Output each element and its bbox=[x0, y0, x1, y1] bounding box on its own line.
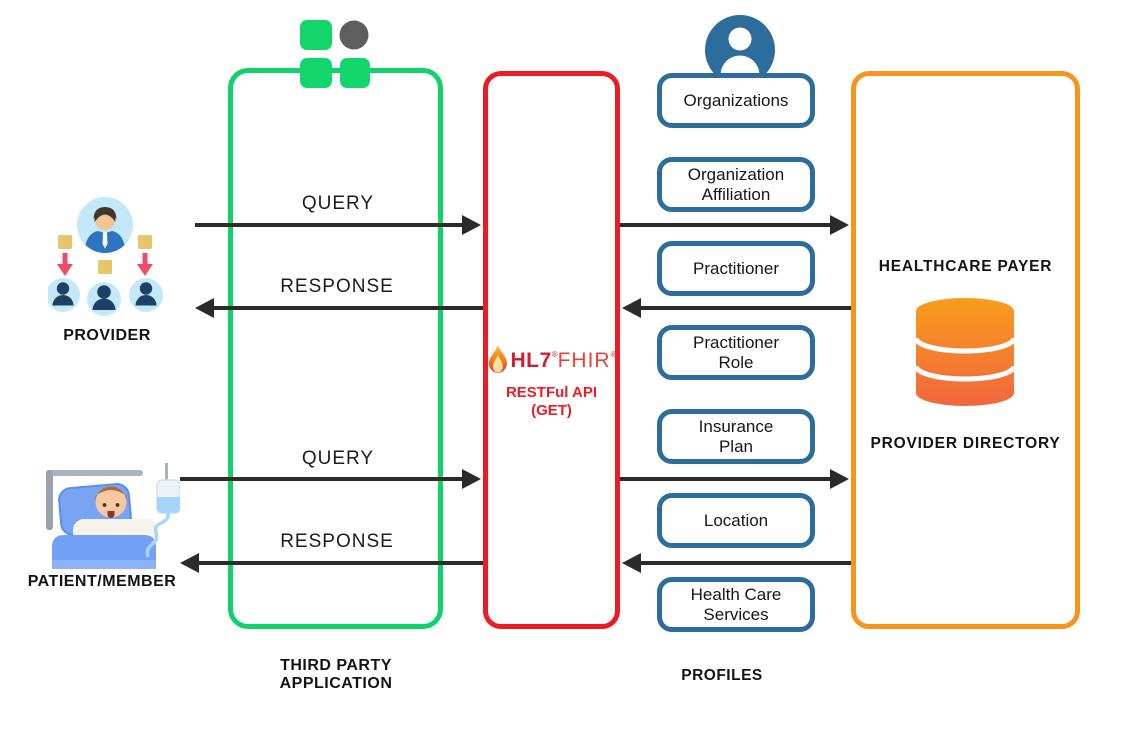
profile-box-insurance-plan: Insurance Plan bbox=[657, 409, 815, 464]
profile-label: Insurance Plan bbox=[698, 416, 774, 456]
profile-box-organization-affiliation: Organization Affiliation bbox=[657, 157, 815, 212]
app-grid-icon bbox=[300, 20, 370, 88]
third-party-application-line2: APPLICATION bbox=[279, 675, 393, 692]
response-arrow-payer-to-api-line bbox=[639, 561, 851, 565]
query-arrow-patient-line bbox=[180, 477, 464, 481]
response-arrow-provider-line bbox=[213, 306, 483, 310]
response-arrow-patient-line bbox=[198, 561, 483, 565]
response-arrowhead bbox=[195, 298, 214, 318]
response-arrowhead bbox=[622, 298, 641, 318]
response-label-provider: RESPONSE bbox=[280, 276, 394, 297]
registered-mark: ® bbox=[610, 349, 617, 359]
profile-label: Organization Affiliation bbox=[687, 164, 785, 204]
profile-label: Practitioner Role bbox=[693, 332, 779, 372]
query-label-patient: QUERY bbox=[301, 448, 375, 469]
response-arrowhead bbox=[622, 553, 641, 573]
query-arrow-api-to-payer-line bbox=[620, 223, 832, 227]
query-arrow-provider-line bbox=[195, 223, 464, 227]
provider-label: PROVIDER bbox=[63, 327, 151, 344]
healthcare-payer-label: HEALTHCARE PAYER bbox=[878, 258, 1053, 275]
query-arrow-api-to-payer-line bbox=[620, 477, 832, 481]
profile-box-practitioner: Practitioner bbox=[657, 241, 815, 296]
third-party-app-box bbox=[228, 68, 443, 629]
query-arrowhead bbox=[830, 469, 849, 489]
profile-box-practitioner-role: Practitioner Role bbox=[657, 325, 815, 380]
hl7-fhir-logo: HL7®FHIR® bbox=[483, 344, 620, 378]
flame-icon bbox=[488, 345, 507, 373]
third-party-application-label: THIRD PARTY APPLICATION bbox=[246, 657, 426, 693]
third-party-application-line1: THIRD PARTY bbox=[280, 657, 392, 674]
fhir-api-box bbox=[483, 71, 620, 629]
query-arrowhead bbox=[462, 215, 481, 235]
response-arrow-payer-to-api-line bbox=[639, 306, 851, 310]
patient-icon bbox=[46, 463, 180, 569]
profile-label: Location bbox=[703, 510, 769, 530]
query-label-provider: QUERY bbox=[301, 193, 375, 214]
database-icon bbox=[913, 298, 1017, 406]
provider-directory-label: PROVIDER DIRECTORY bbox=[870, 435, 1061, 452]
registered-mark: ® bbox=[551, 349, 558, 359]
response-label-patient: RESPONSE bbox=[280, 531, 394, 552]
restful-api-label: RESTFul API bbox=[505, 384, 598, 401]
profile-box-organizations: Organizations bbox=[657, 73, 815, 128]
profile-label: Health Care Services bbox=[690, 584, 782, 624]
patient-member-label: PATIENT/MEMBER bbox=[27, 573, 177, 590]
profile-label: Organizations bbox=[683, 90, 789, 110]
profile-box-health-care-services: Health Care Services bbox=[657, 577, 815, 632]
fhir-wordmark: FHIR bbox=[557, 349, 611, 372]
response-arrowhead bbox=[180, 553, 199, 573]
get-method-label: (GET) bbox=[531, 402, 572, 419]
query-arrowhead bbox=[830, 215, 849, 235]
provider-icon bbox=[48, 197, 163, 316]
profile-label: Practitioner bbox=[693, 258, 779, 278]
hl7-wordmark: HL7 bbox=[510, 349, 552, 372]
profiles-caption: PROFILES bbox=[681, 667, 763, 684]
query-arrowhead bbox=[462, 469, 481, 489]
profile-box-location: Location bbox=[657, 493, 815, 548]
